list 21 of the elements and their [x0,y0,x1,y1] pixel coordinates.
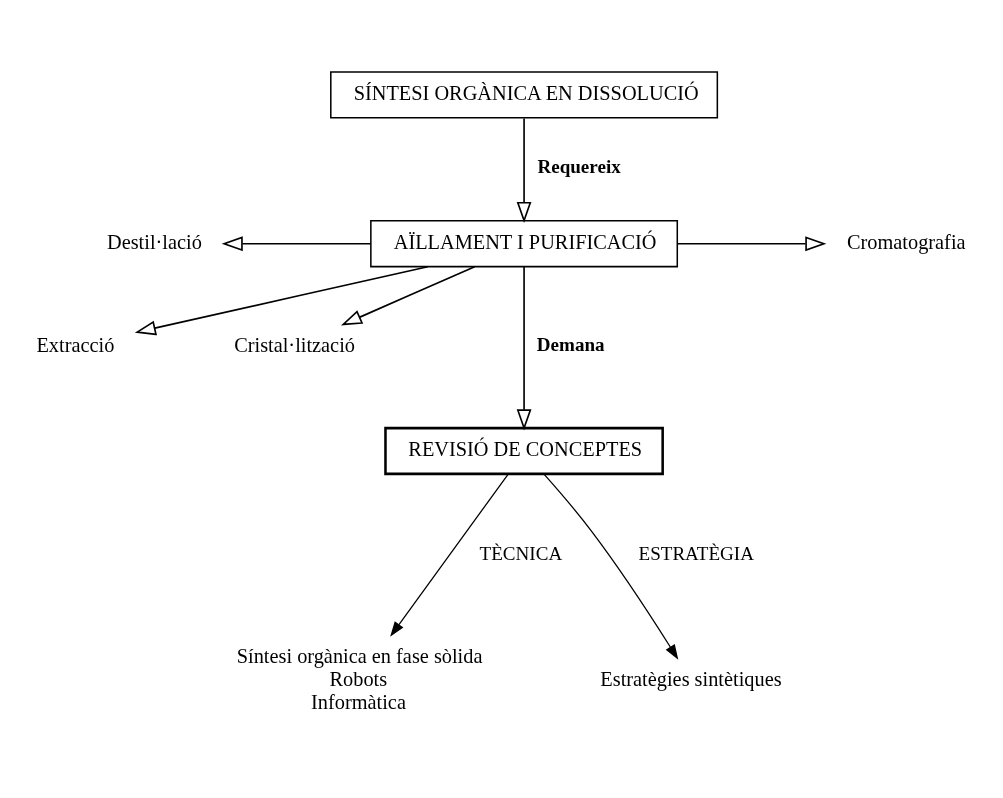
arrow [676,235,827,251]
edge-label: Requereix [537,155,621,177]
node-text: Síntesi orgànica en fase sòlida Robots Informàtica [236,644,483,713]
arrow [134,265,429,335]
node-text: Cromatografia [847,230,966,253]
node-box: REVISIÓ DE CONCEPTES [384,426,664,475]
edge-label: TÈCNICA [479,542,563,564]
node-text: Extracció [36,333,115,356]
arrow [543,472,679,660]
arrow [516,265,532,430]
arrow [390,472,509,637]
node-text: Destil·lació [107,230,202,253]
node-box: SÍNTESI ORGÀNICA EN DISSOLUCIÓ [330,70,719,119]
node-text: Cristal·lització [234,333,355,356]
edge-label: ESTRATÈGIA [638,542,754,564]
arrow [516,117,532,223]
arrow [221,235,372,251]
node-text: Estratègies sintètiques [600,667,782,690]
node-box: AÏLLAMENT I PURIFICACIÓ [370,219,679,267]
edge-label: Demana [536,333,605,355]
arrow [340,265,476,325]
